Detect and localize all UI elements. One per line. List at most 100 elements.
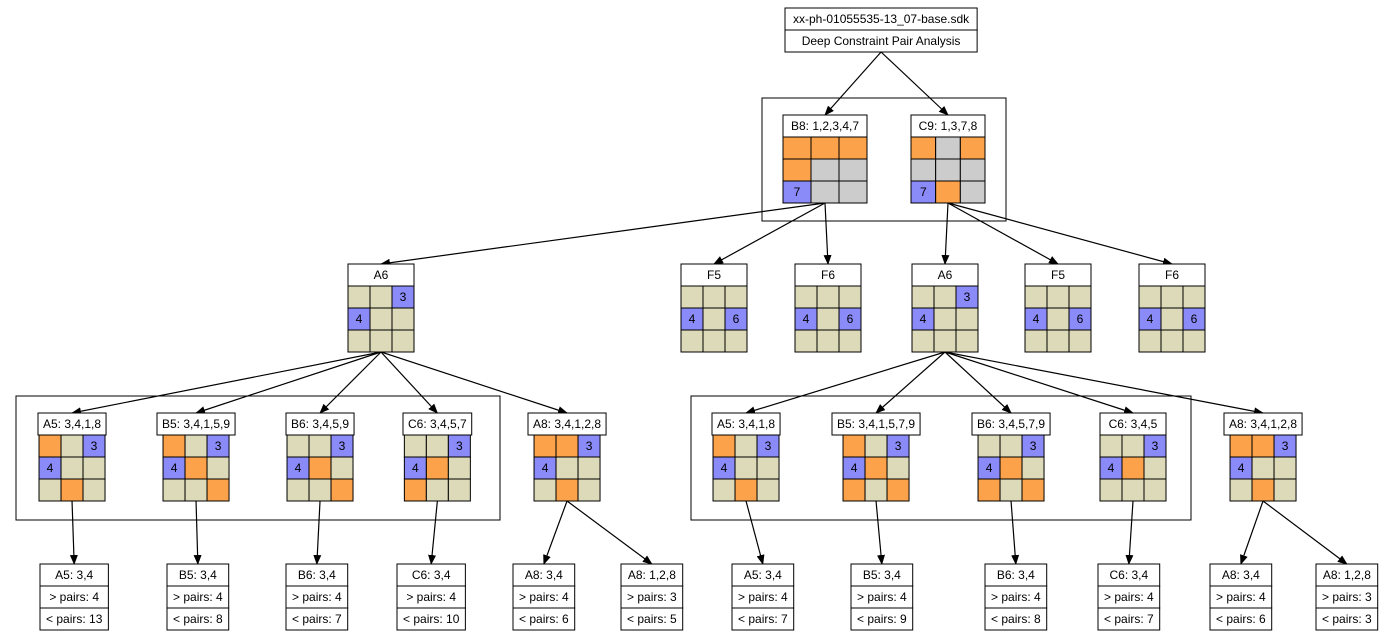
result-cell <box>285 607 349 631</box>
result-greater-pairs: > pairs: 4 <box>857 590 907 604</box>
board-cell <box>1121 478 1145 502</box>
board-title: A8: 3,4,1,2,8 <box>533 417 601 431</box>
result-greater-pairs: > pairs: 4 <box>292 590 342 604</box>
board-title: F5 <box>1051 268 1065 282</box>
board-cell <box>1229 478 1253 502</box>
board-cell <box>1160 329 1184 353</box>
board-cell <box>82 478 106 502</box>
edge-ra8-res11 <box>1240 500 1264 565</box>
board-cell <box>308 456 332 480</box>
board-cell <box>1229 434 1253 458</box>
board-cell <box>391 329 415 353</box>
board-cell-value: 4 <box>920 312 927 326</box>
board-title: B6: 3,4,5,9 <box>291 417 349 431</box>
clusters <box>15 97 1192 521</box>
result-cell <box>731 607 795 631</box>
result-title: A8: 1,2,8 <box>628 568 676 582</box>
board-cell <box>184 456 208 480</box>
board-cell <box>838 329 862 353</box>
board-cell <box>1068 329 1092 353</box>
result-greater-pairs: > pairs: 4 <box>173 590 223 604</box>
result-greater-pairs: > pairs: 3 <box>1322 590 1372 604</box>
board-title: A6 <box>938 268 953 282</box>
board-cell <box>391 307 415 331</box>
cluster-right-level-3 <box>690 395 1192 521</box>
board-cell <box>1143 456 1167 480</box>
edge-la5-res1 <box>69 500 78 565</box>
board-title: B6: 3,4,5,7,9 <box>977 417 1045 431</box>
board-cell <box>1251 478 1275 502</box>
board-cell <box>756 478 780 502</box>
board-cell <box>734 478 758 502</box>
board-cell <box>734 434 758 458</box>
board-cell <box>308 434 332 458</box>
board-cell <box>286 478 310 502</box>
board-cell <box>1143 478 1167 502</box>
board-title: C6: 3,4,5 <box>1109 417 1158 431</box>
board-cell <box>838 136 868 160</box>
board-title: C9: 1,3,7,8 <box>919 119 978 133</box>
edge-rb6-res9 <box>1010 500 1020 565</box>
board-cell-value: 6 <box>847 312 854 326</box>
board-cell-value: 3 <box>400 290 407 304</box>
board-cell <box>724 329 748 353</box>
board-cell-value: 4 <box>1108 461 1115 475</box>
edge-a6l-lc6 <box>380 351 439 414</box>
board-cell <box>810 180 840 204</box>
board-cell <box>712 434 736 458</box>
result-node-res11: A8: 3,4> pairs: 4< pairs: 6 <box>1209 563 1273 631</box>
board-cell-value: 3 <box>91 439 98 453</box>
board-cell <box>577 456 601 480</box>
board-cell <box>206 478 230 502</box>
edge-rb5-res8 <box>875 500 886 565</box>
result-cell <box>1315 607 1379 631</box>
board-cell-value: 4 <box>1033 312 1040 326</box>
board-cell <box>82 456 106 480</box>
result-less-pairs: < pairs: 5 <box>627 612 677 626</box>
edge-a6l-lb6 <box>319 351 382 414</box>
board-cell <box>842 478 866 502</box>
board-cell <box>1046 285 1070 309</box>
board-cell <box>959 136 986 160</box>
board-cell <box>1021 478 1045 502</box>
board-cell <box>60 478 84 502</box>
board-title: C6: 3,4,5,7 <box>408 417 467 431</box>
board-cell <box>38 434 62 458</box>
board-cell-value: 4 <box>803 312 810 326</box>
edge-a6r-ra8 <box>944 351 1265 416</box>
board-node-ra5: A5: 3,4,1,834 <box>711 412 781 502</box>
board-cell-value: 3 <box>1030 439 1037 453</box>
edge-lb5-res2 <box>193 500 202 565</box>
board-cell-value: 3 <box>456 439 463 453</box>
board-cell <box>1099 434 1123 458</box>
cluster-left-level-3 <box>15 395 501 521</box>
board-cell <box>864 478 888 502</box>
edge-ra5-res7 <box>745 500 765 565</box>
board-cell <box>935 136 961 160</box>
result-less-pairs: < pairs: 8 <box>991 612 1041 626</box>
edge-l1b-f6r <box>947 202 1173 266</box>
board-cell <box>955 307 979 331</box>
board-title: B8: 1,2,3,4,7 <box>791 119 859 133</box>
board-cell <box>1182 329 1206 353</box>
board-cell <box>369 307 393 331</box>
board-cell <box>555 456 579 480</box>
board-cell <box>999 434 1023 458</box>
board-cell <box>347 285 371 309</box>
board-node-lc6: C6: 3,4,5,734 <box>402 412 473 502</box>
cluster-level-1 <box>761 97 1007 222</box>
edge-l1b-f5r <box>947 202 1059 265</box>
edge-a6l-la5 <box>71 351 382 416</box>
board-cell <box>734 456 758 480</box>
root-subtitle-cell <box>784 29 978 53</box>
result-title: B6: 3,4 <box>298 568 336 582</box>
board-cell-value: 4 <box>689 312 696 326</box>
result-less-pairs: < pairs: 7 <box>738 612 788 626</box>
result-node-res3: B6: 3,4> pairs: 4< pairs: 7 <box>285 563 349 631</box>
board-node-la8: A8: 3,4,1,2,834 <box>527 412 607 502</box>
board-title: A6 <box>374 268 389 282</box>
